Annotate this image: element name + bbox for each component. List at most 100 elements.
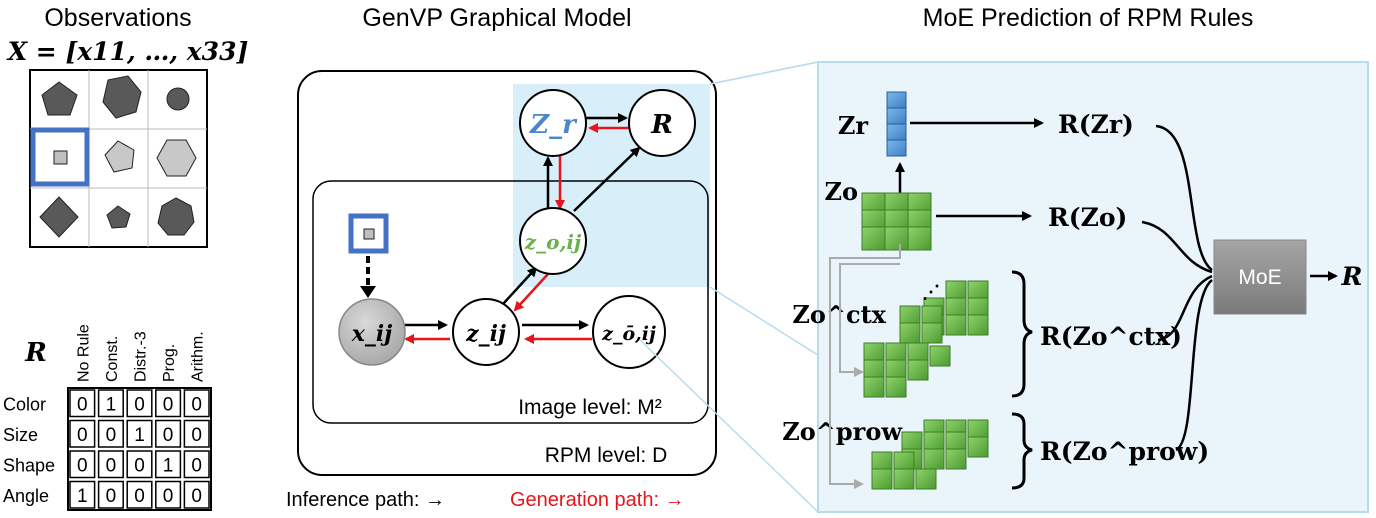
- rules-cell-box: [69, 450, 96, 479]
- rules-cell-box: [183, 419, 210, 448]
- rules-cell-box: [155, 450, 182, 479]
- rules-row-header: Size: [3, 425, 38, 445]
- rules-col-header: Const.: [104, 336, 121, 382]
- rules-cell-box: [126, 419, 153, 448]
- rules-cell-box: [183, 450, 210, 479]
- rules-col-header: Arithm.: [190, 331, 207, 382]
- rules-cell-box: [155, 480, 182, 509]
- rules-cell-box: [97, 419, 124, 448]
- moe-panel: MoE Prediction of RPM Rules Zr Zo ⋰ Zo^c…: [639, 4, 1369, 513]
- rules-cell-box: [97, 389, 124, 418]
- moe-title: MoE Prediction of RPM Rules: [923, 4, 1254, 32]
- panel-shape-heptagon: [157, 197, 195, 236]
- zo-grid: [861, 192, 932, 251]
- image-level-plate: [312, 180, 709, 424]
- rules-cell-box: [69, 389, 96, 418]
- green-cube: [871, 468, 893, 490]
- observations-panel: Observations X = [x11, …, x33]: [6, 4, 248, 248]
- zprow-grid: [871, 419, 989, 490]
- rules-cell-box: [69, 419, 96, 448]
- rules-cell: 0: [191, 425, 202, 446]
- rules-cell: 0: [134, 455, 145, 476]
- green-cube: [907, 226, 932, 251]
- panel-shape-pentagon-small: [106, 205, 131, 229]
- moe-box-label: MoE: [1238, 266, 1281, 289]
- node-zobar: [592, 295, 666, 369]
- rules-cell: 0: [191, 486, 202, 507]
- rules-cell: 0: [106, 455, 117, 476]
- rules-cell-box: [126, 389, 153, 418]
- panel-shape-diamond: [39, 196, 79, 238]
- node-r: [628, 89, 696, 157]
- green-cube: [861, 226, 886, 251]
- moe-label-rzo: R(Zo): [1048, 203, 1127, 232]
- rules-cell: 0: [77, 394, 88, 415]
- moe-label-rzr: R(Zr): [1058, 110, 1134, 139]
- panel-shape-square: [53, 150, 68, 165]
- green-cube: [863, 376, 885, 398]
- rules-cell: 0: [134, 394, 145, 415]
- panel-shape-hexagon: [102, 75, 142, 119]
- edge-zo-to-zij: [513, 273, 549, 312]
- node-xij: [338, 298, 406, 366]
- graphical-model-panel: GenVP Graphical Model Image level: M² RP…: [286, 4, 717, 511]
- edge-zo-to-r: [573, 146, 641, 212]
- node-r-label: R: [650, 110, 673, 140]
- rules-col-header: Prog.: [161, 344, 178, 382]
- legend-inference: Inference path: →: [286, 489, 445, 511]
- node-zij-label: z_ij: [465, 321, 506, 347]
- rules-cell-box: [155, 419, 182, 448]
- green-cube: [893, 468, 915, 490]
- image-level-label: Image level: M²: [518, 396, 662, 419]
- panel-shape-pentagon-light: [104, 140, 135, 173]
- green-cube: [921, 322, 943, 344]
- green-cube: [945, 448, 967, 470]
- rules-cell: 1: [77, 486, 88, 507]
- zr-vector: [886, 91, 907, 157]
- node-zoij-label: z_o,ij: [524, 230, 582, 254]
- moe-box: [1213, 239, 1307, 315]
- moe-label-zprow: Zo^prow: [782, 417, 903, 446]
- panel-shape-circle: [166, 87, 190, 111]
- rules-cell: 1: [134, 425, 145, 446]
- rules-cell: 0: [163, 425, 174, 446]
- rules-cell: 0: [134, 486, 145, 507]
- rules-cell-box: [97, 450, 124, 479]
- rules-cell: 0: [191, 394, 202, 415]
- green-cube: [923, 448, 945, 470]
- green-cube: [945, 314, 967, 336]
- node-xij-label: x_ij: [351, 321, 392, 347]
- rules-col-header: Distr.-3: [133, 331, 150, 382]
- node-zoij: [519, 207, 587, 275]
- rules-table-symbol: R: [24, 338, 47, 368]
- node-zij: [452, 298, 520, 366]
- rules-row-header: Shape: [3, 455, 55, 475]
- graphical-model-title: GenVP Graphical Model: [362, 4, 631, 32]
- rules-cell: 0: [163, 394, 174, 415]
- rules-row-header: Angle: [3, 486, 49, 506]
- node-zr-label: Z_r: [529, 110, 578, 140]
- rpm-level-plate: [297, 70, 717, 476]
- rules-cell: 0: [191, 455, 202, 476]
- observations-title: Observations: [44, 4, 191, 32]
- zctx-grid: [863, 280, 989, 398]
- query-panel-frame: [30, 127, 90, 187]
- rules-cell-box: [183, 389, 210, 418]
- edge-zij-to-zo: [502, 266, 538, 305]
- legend-generation: Generation path: →: [510, 489, 685, 511]
- green-cube: [899, 322, 921, 344]
- rules-cell-box: [183, 480, 210, 509]
- rules-cell-box: [69, 480, 96, 509]
- moe-label-zr: Zr: [838, 111, 869, 140]
- panel-shape-hexagon-light: [156, 139, 197, 177]
- panel-shape-pentagon: [41, 81, 78, 116]
- green-cube: [885, 376, 907, 398]
- rules-cell: 0: [77, 455, 88, 476]
- rules-cell-box: [126, 450, 153, 479]
- rules-cell: 0: [106, 486, 117, 507]
- moe-label-rzctx: R(Zo^ctx): [1040, 322, 1182, 351]
- green-cube: [967, 436, 989, 458]
- rules-row-header: Color: [3, 394, 46, 414]
